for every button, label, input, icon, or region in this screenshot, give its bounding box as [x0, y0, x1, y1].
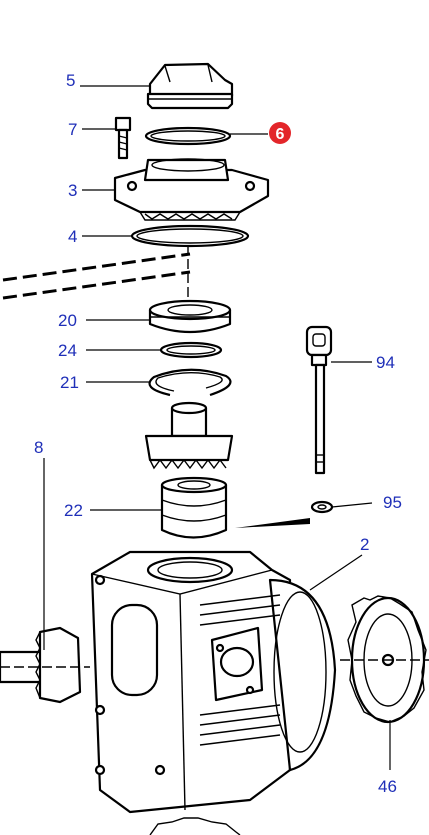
label-8[interactable]: 8 [34, 438, 43, 457]
part-46-bevel-gear[interactable] [340, 595, 429, 724]
part-6-o-ring[interactable] [144, 126, 232, 146]
part-95-washer[interactable] [310, 500, 334, 514]
part-20-bearing[interactable] [148, 299, 232, 334]
highlight-circle[interactable] [269, 122, 291, 144]
label-22[interactable]: 22 [64, 501, 83, 520]
label-95[interactable]: 95 [383, 493, 402, 512]
label-3[interactable]: 3 [68, 181, 77, 200]
part-3-cover-flange[interactable] [113, 158, 270, 221]
bottom-gear-fragment [149, 817, 241, 835]
part-7-bolt[interactable] [114, 116, 132, 160]
label-21[interactable]: 21 [60, 373, 79, 392]
part-21-circlip[interactable] [148, 368, 232, 397]
dashed-shaft-outline [2, 252, 191, 300]
label-7[interactable]: 7 [68, 120, 77, 139]
label-24[interactable]: 24 [58, 341, 77, 360]
part-5-filler-cap[interactable] [146, 62, 234, 110]
label-5[interactable]: 5 [66, 71, 75, 90]
centre-bevel-gear[interactable] [144, 401, 234, 470]
label-6[interactable]: 6 [276, 126, 285, 143]
part-24-shim[interactable] [159, 341, 223, 359]
label-4[interactable]: 4 [68, 227, 77, 246]
leader-lines [43, 85, 391, 770]
part-94-dipstick[interactable] [305, 325, 333, 475]
label-20[interactable]: 20 [58, 311, 77, 330]
wedge-marker [235, 518, 310, 528]
label-94[interactable]: 94 [376, 353, 395, 372]
label-6-highlight[interactable]: 6 [269, 122, 291, 144]
part-22-coupling[interactable] [160, 476, 228, 539]
label-2[interactable]: 2 [360, 535, 369, 554]
part-4-gasket[interactable] [130, 224, 250, 248]
left-pinion-shaft[interactable] [0, 626, 90, 704]
label-46[interactable]: 46 [378, 777, 397, 796]
callout-labels: 5 7 6 3 4 20 24 21 94 8 22 95 2 46 [34, 71, 402, 796]
part-2-housing[interactable] [90, 550, 337, 814]
